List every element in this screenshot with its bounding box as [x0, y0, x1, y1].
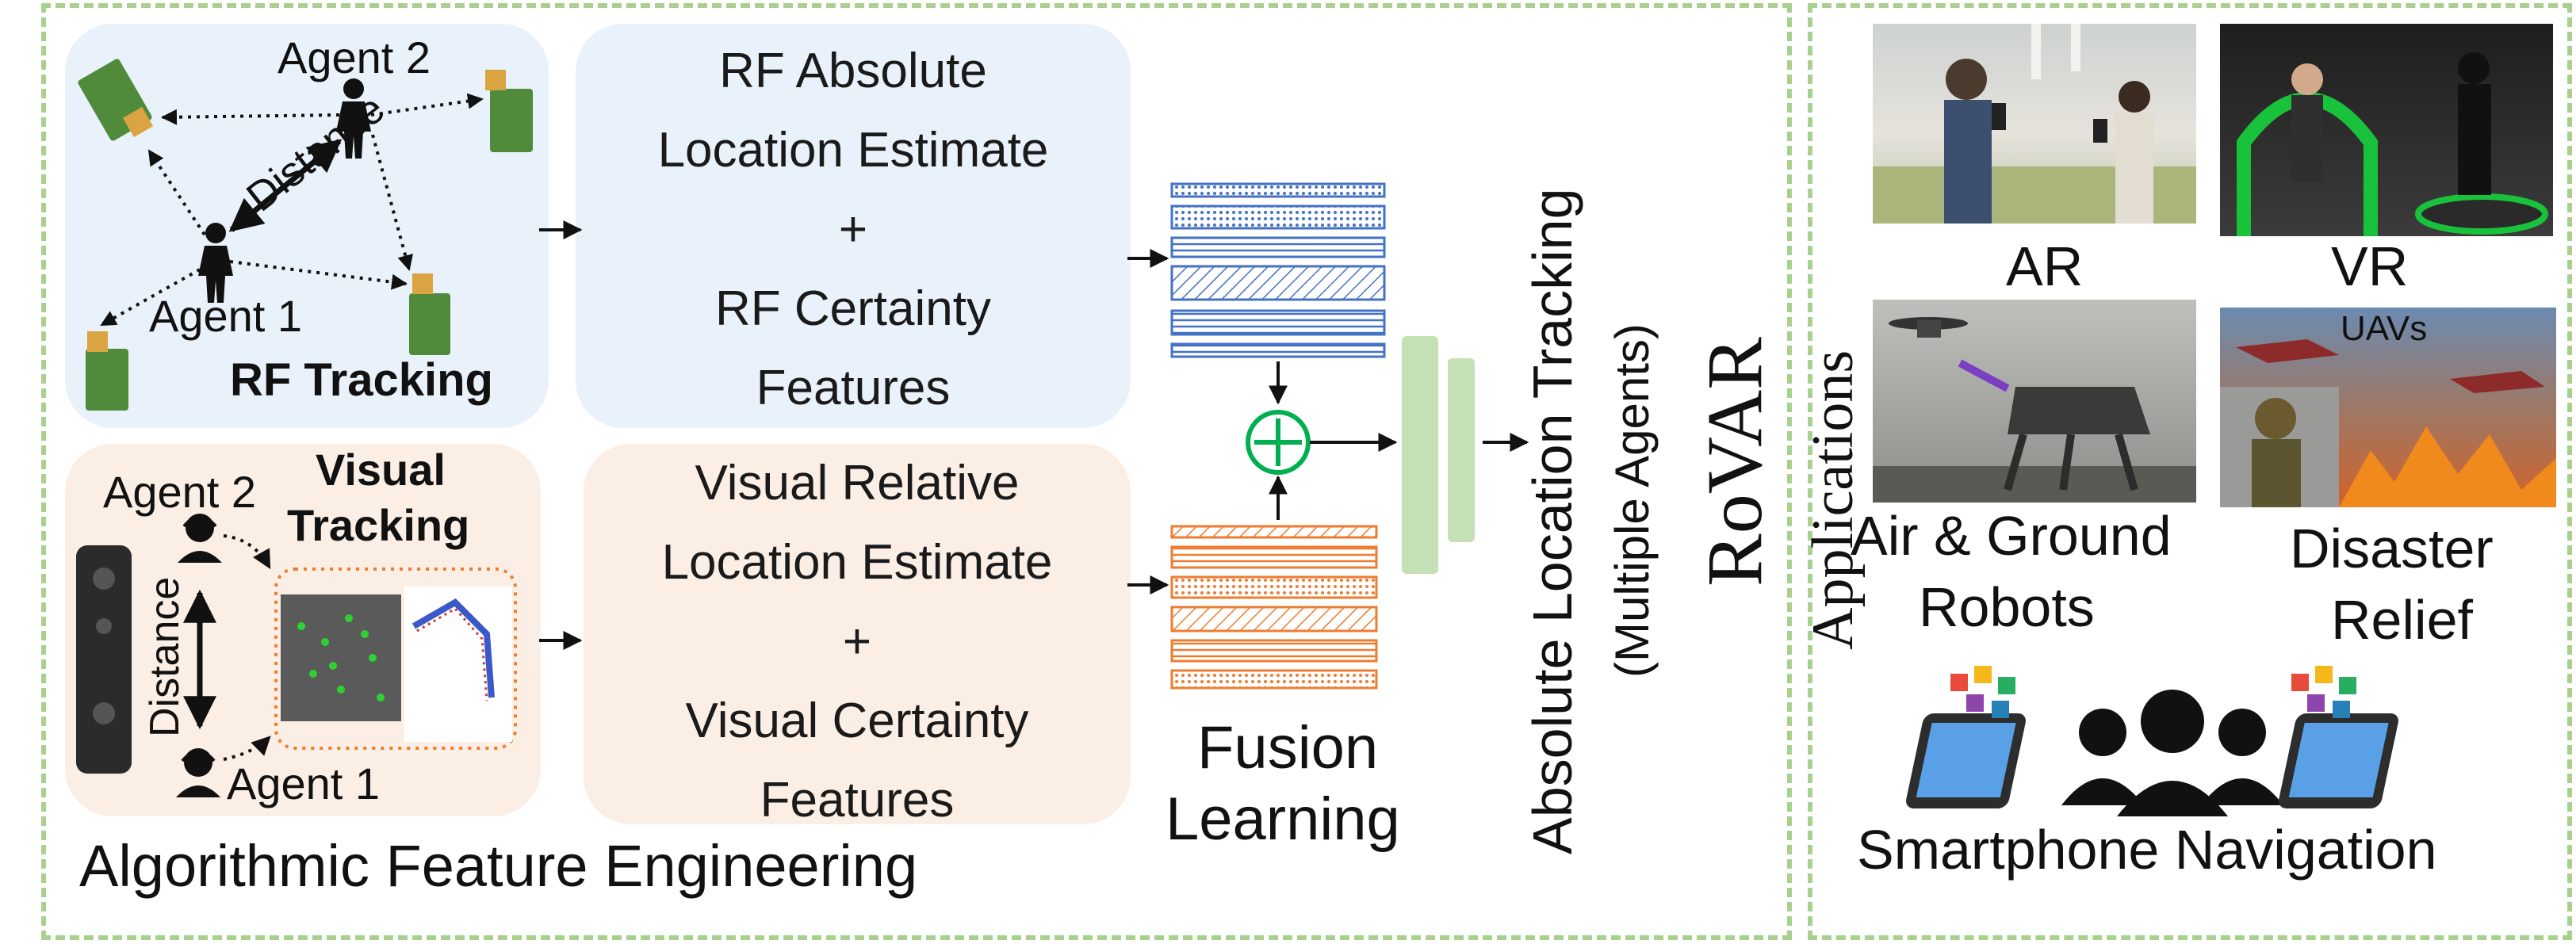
rf-agent2-label: Agent 2: [278, 32, 431, 82]
multiple-agents-label: (Multiple Agents): [1606, 323, 1659, 678]
rf-feature-text: RF Absolute Location Estimate + RF Certa…: [576, 32, 1131, 428]
rf-feature-line: RF Certainty: [715, 281, 991, 336]
fusion-label-line2: Learning: [1166, 785, 1400, 853]
smartphone-apps-icon: [1906, 666, 2026, 808]
rf-anchor-board: [78, 59, 154, 141]
rf-feature-line: Location Estimate: [657, 123, 1049, 178]
visual-agent2-label: Agent 2: [103, 467, 257, 517]
disaster-label-line2: Relief: [2331, 589, 2473, 651]
disaster-relief-photo: [2220, 308, 2556, 507]
visual-feature-line: +: [842, 614, 872, 669]
ar-label: AR: [2006, 235, 2084, 297]
fusion-layer-bar: [1448, 358, 1475, 542]
vr-label: VR: [2331, 235, 2409, 297]
robots-label-line1: Air & Ground: [1851, 505, 2172, 567]
depth-camera-icon: [76, 545, 132, 774]
visual-feature-box: [584, 444, 1131, 824]
fusion-layer-bar: [1402, 336, 1438, 574]
robots-label-line2: Robots: [1919, 576, 2095, 638]
visual-feature-line: Features: [760, 773, 955, 827]
vr-photo: [2220, 24, 2553, 236]
main-frame: [41, 3, 1792, 940]
rf-feature-layers: [1170, 182, 1386, 358]
agent1-headset-icon: [176, 748, 220, 797]
robots-photo: [1873, 300, 2196, 503]
visual-feature-layers: [1170, 525, 1378, 690]
smartphone-navigation-graphic: [1906, 666, 2398, 816]
applications-frame: [1808, 3, 2572, 940]
visual-feature-text: Visual Relative Location Estimate + Visu…: [584, 444, 1131, 840]
rf-anchor-board: [409, 273, 450, 355]
disaster-label-line1: Disaster: [2290, 518, 2494, 579]
rf-feature-box: [576, 24, 1131, 428]
visual-tracking-title-line2: Tracking: [287, 500, 470, 550]
rf-anchor-board: [86, 331, 128, 411]
rf-tracking-title: RF Tracking: [230, 354, 493, 406]
visual-tracking-diagram: [76, 514, 517, 797]
visual-feature-line: Visual Certainty: [685, 694, 1029, 748]
agent2-person-icon: [336, 78, 371, 159]
agent1-person-icon: [198, 223, 233, 303]
fusion-label-line1: Fusion: [1197, 714, 1379, 782]
agent2-headset-icon: [178, 514, 222, 563]
rf-anchor-board: [485, 70, 533, 152]
visual-agent1-label: Agent 1: [227, 759, 381, 808]
uavs-label: UAVs: [2341, 309, 2428, 348]
visual-tracking-title-line1: Visual: [316, 445, 446, 495]
rf-agent1-label: Agent 1: [149, 291, 303, 341]
smartphone-navigation-label: Smartphone Navigation: [1857, 819, 2437, 881]
visual-feature-line: Location Estimate: [661, 535, 1053, 590]
rf-tracking-diagram: [78, 59, 533, 411]
users-group-icon: [2061, 690, 2283, 816]
rf-feature-line: Features: [756, 361, 951, 415]
fusion-network-diagram: [539, 182, 1529, 690]
smartphone-apps-icon: [2279, 666, 2398, 808]
rf-feature-line: +: [838, 202, 868, 257]
applications-header: Applications: [1801, 350, 1866, 650]
rovar-label: RoVAR: [1690, 337, 1778, 587]
algorithmic-feature-engineering-label: Algorithmic Feature Engineering: [79, 833, 918, 899]
rf-feature-line: RF Absolute: [719, 44, 987, 98]
absolute-location-tracking-label: Absolute Location Tracking: [1521, 188, 1583, 854]
fusion-plus-icon: [1246, 410, 1311, 475]
ar-photo: [1873, 24, 2196, 224]
visual-feature-line: Visual Relative: [695, 456, 1020, 510]
